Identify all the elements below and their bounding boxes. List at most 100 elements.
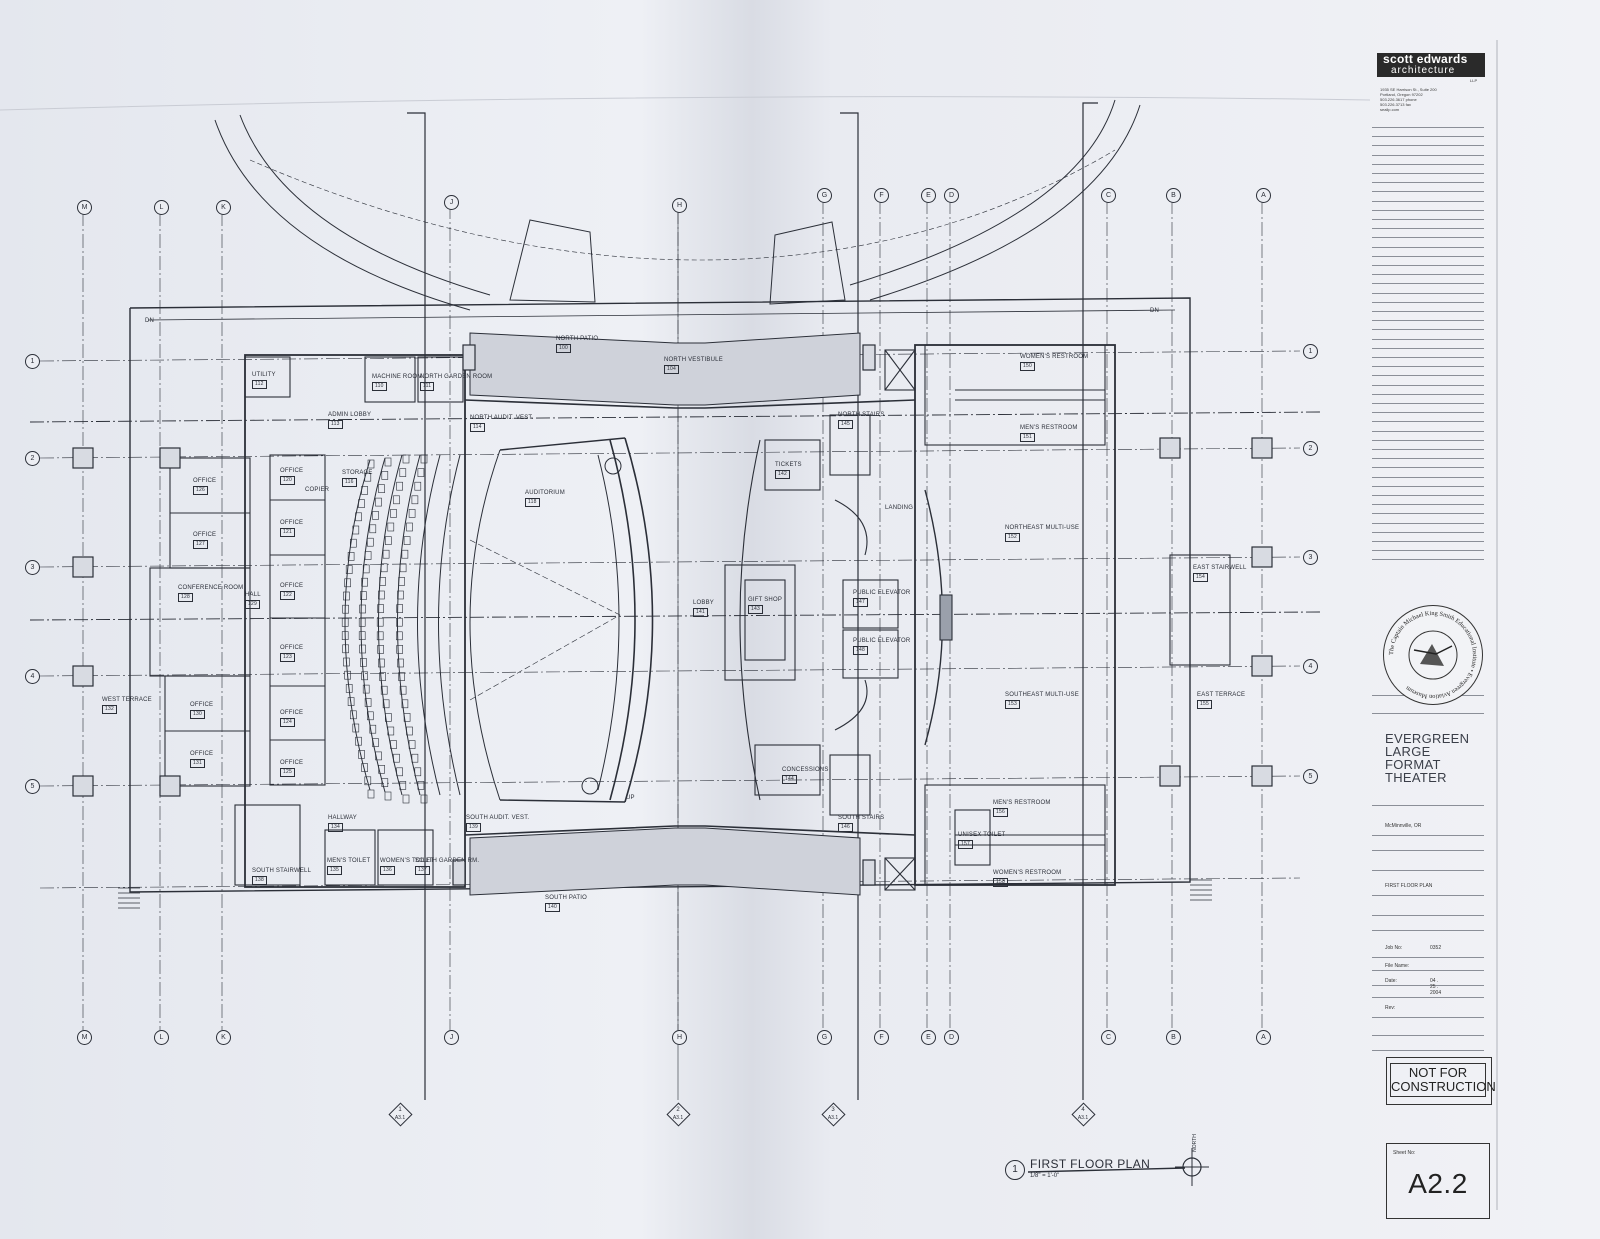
auditorium-seat xyxy=(361,577,368,587)
auditorium-seat xyxy=(369,524,377,534)
auditorium-seat xyxy=(387,522,395,532)
auditorium-seat xyxy=(362,564,370,574)
grid-bubble-j-bottom: J xyxy=(444,1030,459,1045)
auditorium-seat xyxy=(361,763,368,772)
title-block-rule xyxy=(1372,870,1484,871)
title-block-rule xyxy=(1372,495,1484,496)
title-block-rule xyxy=(1372,255,1484,257)
auditorium-seat xyxy=(358,631,366,641)
title-block-rule xyxy=(1372,430,1484,432)
auditorium-seat xyxy=(345,565,353,574)
auditorium-seat xyxy=(378,658,385,668)
auditorium-seat xyxy=(396,645,404,654)
auditorium-seat xyxy=(402,794,410,804)
title-block-rule xyxy=(1372,970,1484,971)
title-block-rule xyxy=(1372,805,1484,806)
title-block-rule xyxy=(1372,458,1484,460)
auditorium-seat xyxy=(384,713,392,722)
auditorium-seat xyxy=(381,778,389,787)
title-block-rule xyxy=(1372,1035,1484,1036)
grid-bubble-m: M xyxy=(77,200,92,215)
auditorium-seat xyxy=(390,740,397,749)
auditorium-seat xyxy=(384,457,392,467)
grid-bubble-row-4-right: 4 xyxy=(1303,659,1318,674)
auditorium-seat xyxy=(380,563,388,573)
auditorium-seat xyxy=(349,538,357,548)
title-block-rule xyxy=(1372,191,1484,193)
auditorium-seat xyxy=(384,791,392,801)
auditorium-seat xyxy=(403,536,411,545)
auditorium-seat xyxy=(355,512,362,522)
sheet-title: FIRST FLOOR PLAN xyxy=(1385,883,1433,889)
title-block-rule xyxy=(1372,283,1484,285)
grid-bubble-row-2-left: 2 xyxy=(25,451,40,466)
auditorium-seat xyxy=(396,767,403,777)
auditorium-seat xyxy=(406,726,413,736)
grid-bubble-row-5-right: 5 xyxy=(1303,769,1318,784)
auditorium-seat xyxy=(377,645,384,654)
title-block-rule xyxy=(1372,292,1484,294)
auditorium-seat xyxy=(402,454,410,464)
title-block-rule xyxy=(1372,850,1484,851)
auditorium-seat xyxy=(341,631,349,640)
firm-logo: scott edwards architecture xyxy=(1377,53,1485,77)
auditorium-seat xyxy=(382,699,390,709)
title-block-rule xyxy=(1372,1050,1484,1051)
auditorium-seat xyxy=(364,698,372,707)
auditorium-seat xyxy=(411,753,419,763)
auditorium-seat xyxy=(358,499,365,508)
auditorium-seat xyxy=(401,699,409,709)
title-block-rule xyxy=(1372,154,1484,156)
title-block-rule xyxy=(1372,930,1484,931)
firm-llp: LLP xyxy=(1470,78,1478,83)
grid-bubble-m-bottom: M xyxy=(77,1030,92,1045)
title-block-rule xyxy=(1372,182,1484,184)
title-block-rule xyxy=(1372,504,1484,506)
title-block-rule xyxy=(1372,329,1484,331)
title-block-rule xyxy=(1372,375,1484,377)
auditorium-seat xyxy=(399,468,407,477)
auditorium-seat xyxy=(414,767,422,777)
north-arrow-label: NORTH xyxy=(1191,1134,1198,1152)
grid-bubble-row-4-left: 4 xyxy=(25,669,40,684)
sheet-number-label: Sheet No: xyxy=(1393,1150,1416,1156)
grid-bubble-b: B xyxy=(1166,188,1181,203)
auditorium-seat xyxy=(417,468,425,477)
title-block-rule xyxy=(1372,136,1484,138)
auditorium-seat xyxy=(393,495,400,505)
auditorium-seat xyxy=(372,511,379,520)
auditorium-seat xyxy=(406,522,413,532)
auditorium-seat xyxy=(361,671,368,681)
grid-bubble-k: K xyxy=(216,200,231,215)
grid-bubble-row-3-left: 3 xyxy=(25,560,40,575)
sheet-number-box: Sheet No: A2.2 xyxy=(1386,1143,1490,1219)
auditorium-seat xyxy=(414,481,422,491)
auditorium-seat xyxy=(355,736,362,746)
title-block-rule xyxy=(1372,915,1484,916)
grid-bubble-h-bottom: H xyxy=(672,1030,687,1045)
file-name-field: File Name: xyxy=(1385,963,1410,969)
auditorium-seat xyxy=(366,711,374,721)
title-block-rule xyxy=(1372,421,1484,423)
